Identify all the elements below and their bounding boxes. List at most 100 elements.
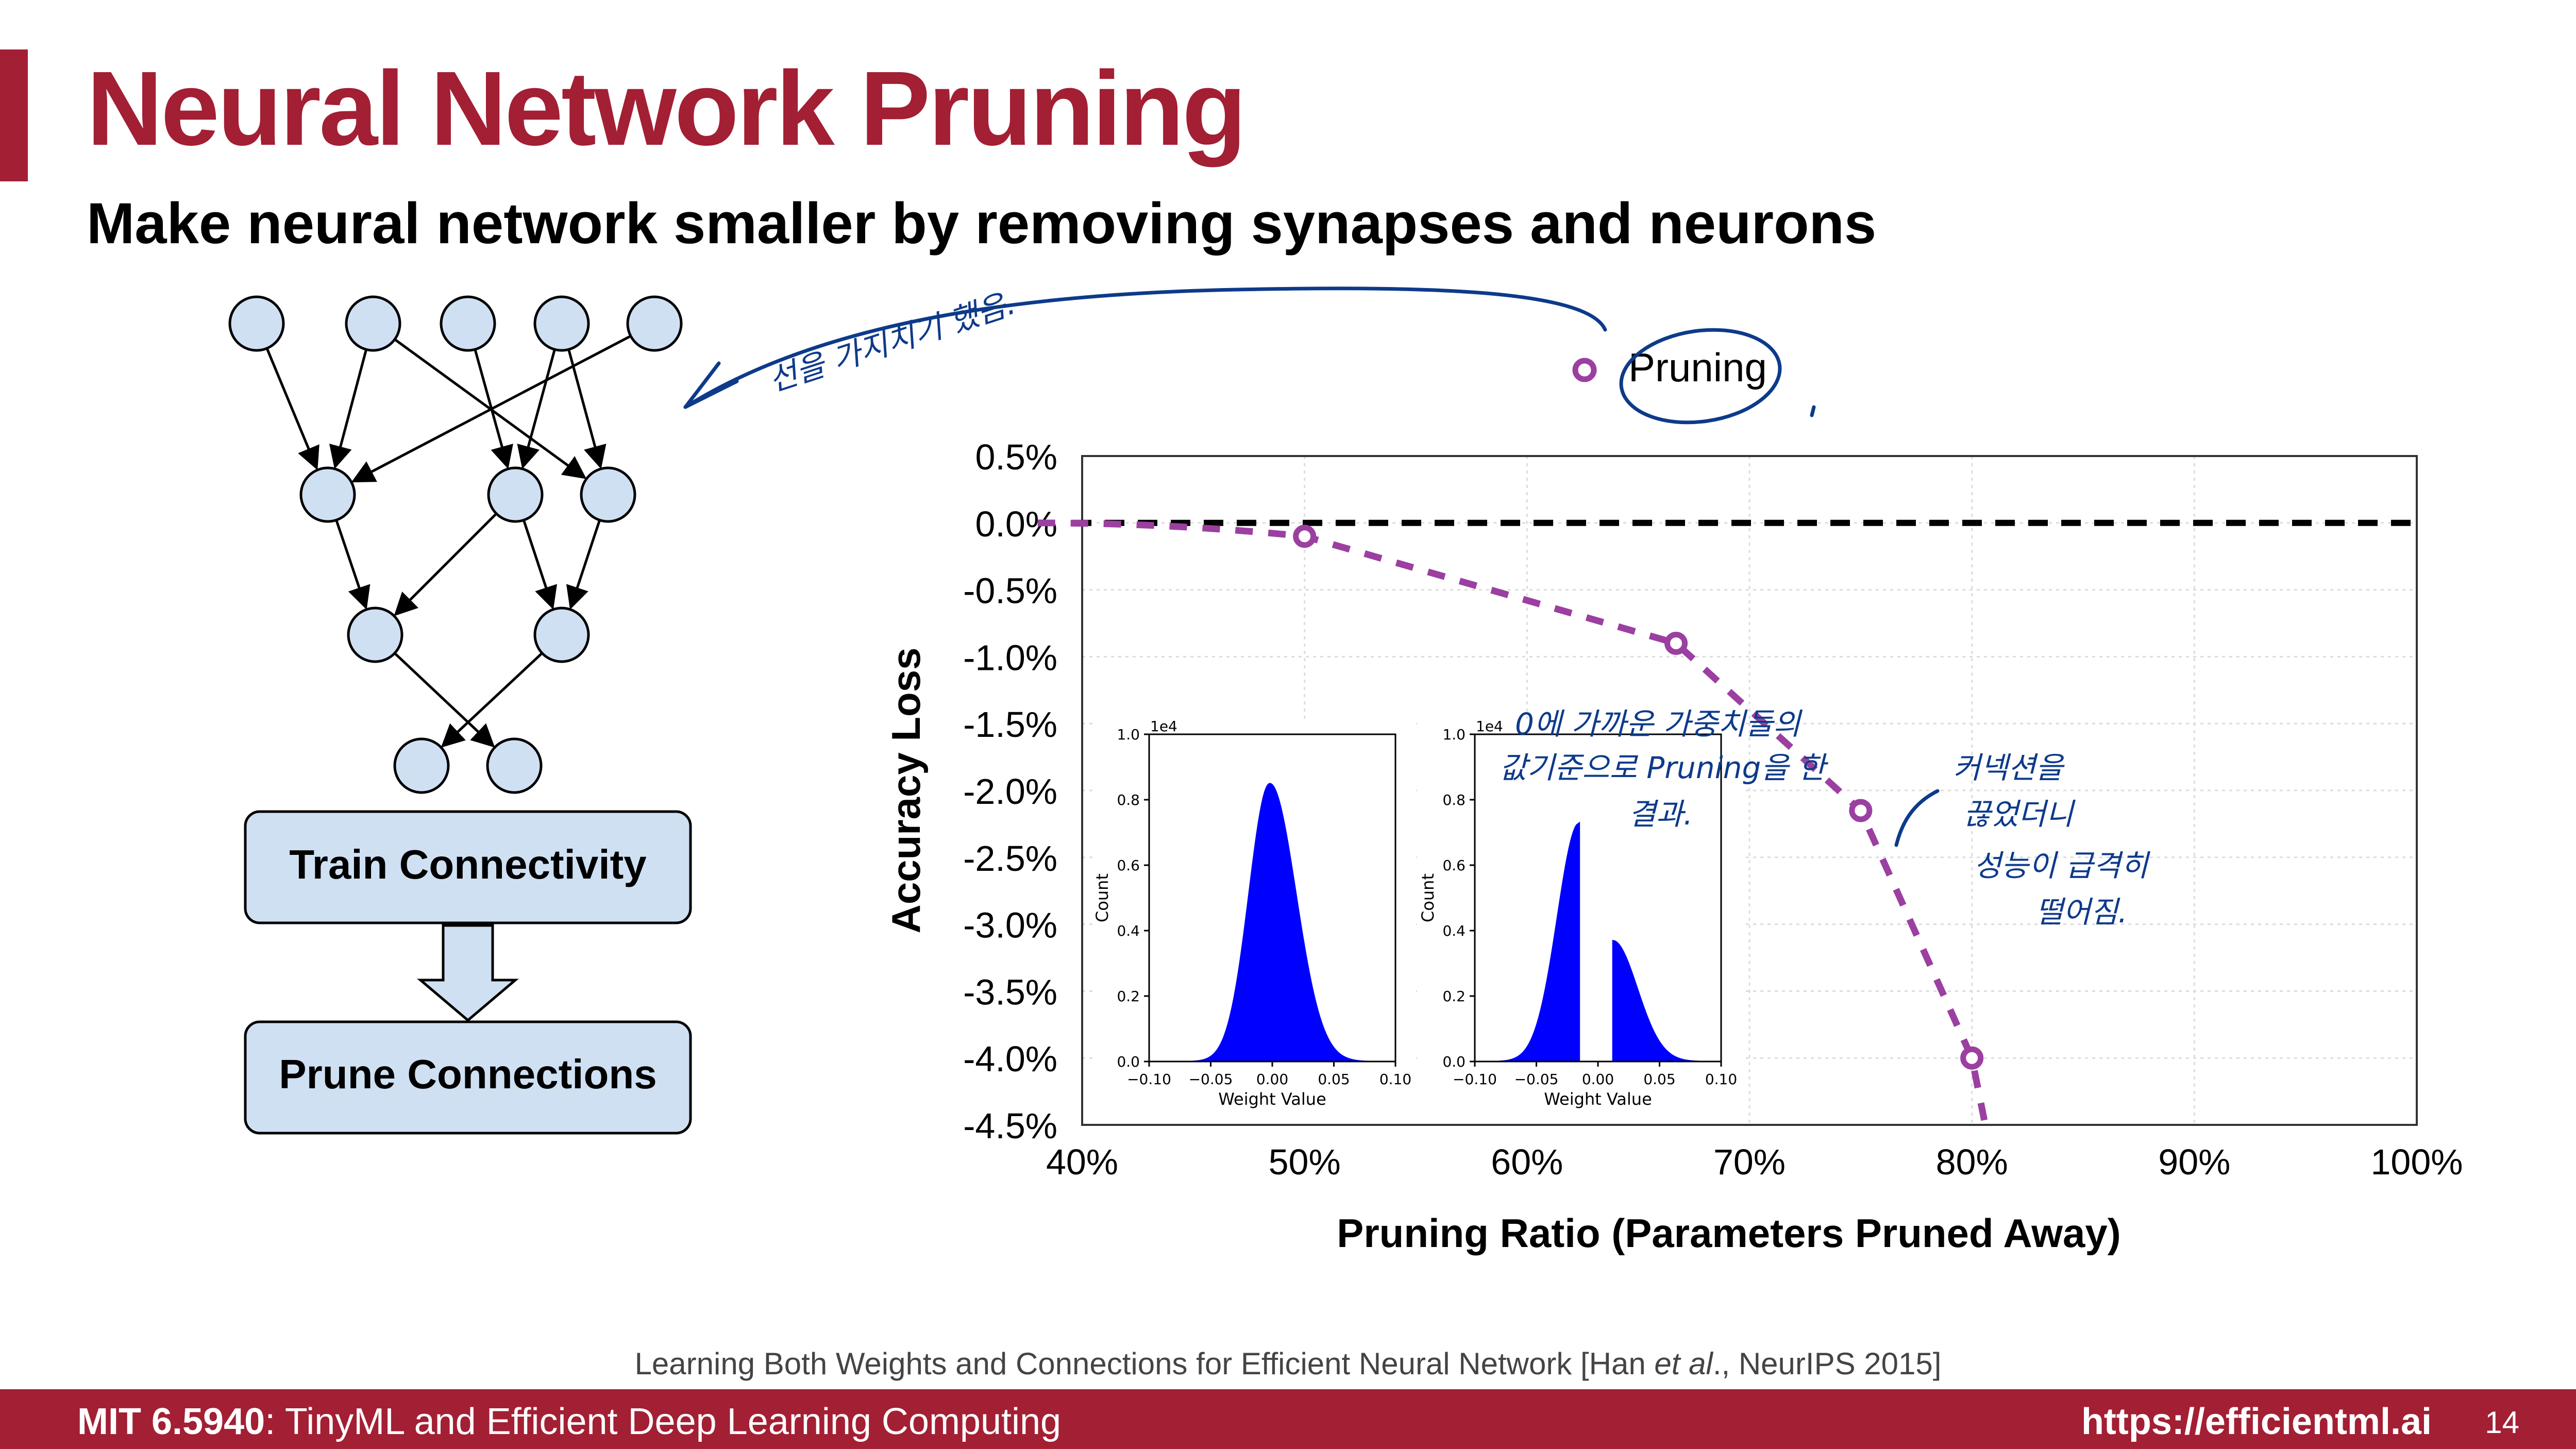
lines-pruned-note: 선을 가지치기 했음. bbox=[764, 285, 1020, 399]
x-tick-label: 60% bbox=[1491, 1142, 1563, 1182]
citation-text: Learning Both Weights and Connections fo… bbox=[634, 1346, 1655, 1381]
drop-note-line-1: 커넥션을 bbox=[1953, 750, 2065, 785]
hist-x-axis-label: Weight Value bbox=[1544, 1089, 1652, 1109]
hist-x-tick-label: 0.05 bbox=[1318, 1071, 1350, 1088]
neuron bbox=[440, 295, 496, 352]
hist-y-tick-label: 0.6 bbox=[1442, 857, 1466, 874]
hist-x-axis-label: Weight Value bbox=[1218, 1089, 1326, 1109]
hist-x-tick-label: −0.05 bbox=[1189, 1071, 1233, 1088]
connection bbox=[567, 349, 607, 469]
hist-y-tick-label: 1.0 bbox=[1117, 726, 1140, 743]
legend-label: Pruning bbox=[1628, 345, 1767, 390]
y-axis-label: Accuracy Loss bbox=[883, 648, 929, 934]
network-connections bbox=[265, 334, 632, 748]
hist-x-tick-label: 0.00 bbox=[1582, 1071, 1614, 1088]
accuracy-loss-chart: 0.5%0.0%-0.5%-1.0%-1.5%-2.0%-2.5%-3.0%-3… bbox=[883, 437, 2463, 1256]
network-neurons bbox=[228, 295, 683, 794]
drop-note-line-2: 끊었더니 bbox=[1963, 797, 2076, 832]
title-accent-bar bbox=[0, 49, 28, 181]
histogram-note-line-1: 0에 가까운 가중치들의 bbox=[1515, 706, 1803, 742]
citation-suffix: ., NeurIPS 2015] bbox=[1712, 1346, 1942, 1381]
train-connectivity-label: Train Connectivity bbox=[289, 841, 647, 887]
hist-y-tick-label: 0.4 bbox=[1117, 922, 1140, 939]
y-tick-label: -0.5% bbox=[963, 571, 1057, 611]
x-tick-label: 100% bbox=[2370, 1142, 2463, 1182]
connection bbox=[517, 349, 556, 469]
hist-y-axis-label: Count bbox=[1418, 873, 1438, 922]
hist-x-tick-label: 0.05 bbox=[1643, 1071, 1675, 1088]
hist-y-tick-label: 1.0 bbox=[1442, 726, 1466, 743]
y-tick-label: -3.5% bbox=[963, 972, 1057, 1012]
page-number: 14 bbox=[2485, 1405, 2519, 1440]
connection bbox=[335, 519, 371, 610]
citation-italic: et al bbox=[1654, 1346, 1713, 1381]
pruning-points bbox=[1293, 525, 1984, 1070]
hist-y-tick-label: 0.8 bbox=[1442, 791, 1466, 808]
neuron bbox=[533, 606, 590, 663]
hist-scale-label: 1e4 bbox=[1150, 718, 1177, 735]
hist-y-tick-label: 0.6 bbox=[1117, 857, 1140, 874]
y-tick-label: 0.5% bbox=[975, 437, 1057, 477]
x-tick-label: 70% bbox=[1713, 1142, 1786, 1182]
neuron bbox=[487, 466, 544, 523]
neuron bbox=[486, 737, 543, 794]
train-connectivity-box: Train Connectivity bbox=[244, 810, 692, 924]
hist-y-tick-label: 0.8 bbox=[1117, 791, 1140, 808]
x-tick-labels: 40%50%60%70%80%90%100% bbox=[1046, 1142, 2463, 1182]
down-arrow bbox=[417, 924, 519, 1022]
connection bbox=[441, 652, 543, 748]
citation: Learning Both Weights and Connections fo… bbox=[0, 1346, 2576, 1381]
hist-scale-label: 1e4 bbox=[1476, 718, 1503, 735]
hist-y-tick-label: 0.4 bbox=[1442, 922, 1466, 939]
neuron bbox=[228, 295, 285, 352]
drop-note-line-4: 떨어짐. bbox=[2035, 895, 2128, 930]
neuron bbox=[347, 606, 403, 663]
legend-marker bbox=[1572, 358, 1597, 382]
course-title: : TinyML and Efficient Deep Learning Com… bbox=[265, 1401, 1062, 1442]
y-tick-label: -2.5% bbox=[963, 838, 1057, 879]
chart-legend: Pruning bbox=[1572, 328, 1816, 425]
neuron bbox=[299, 466, 356, 523]
hist-y-tick-label: 0.2 bbox=[1442, 988, 1466, 1005]
x-tick-label: 50% bbox=[1269, 1142, 1341, 1182]
hist-y-tick-label: 0.0 bbox=[1442, 1053, 1466, 1070]
drop-note-tick bbox=[1894, 789, 1940, 847]
hist-x-tick-label: −0.05 bbox=[1514, 1071, 1559, 1088]
pruning-point bbox=[1960, 1046, 1984, 1070]
connection bbox=[522, 519, 558, 610]
y-tick-label: -2.0% bbox=[963, 771, 1057, 812]
connection bbox=[566, 519, 601, 610]
connection bbox=[394, 513, 497, 616]
pruning-point bbox=[1293, 525, 1317, 548]
footer-url[interactable]: https://efficientml.ai bbox=[2081, 1401, 2432, 1442]
histogram-note: 0에 가까운 가중치들의 값기준으로 Pruning을 한 결과. bbox=[1500, 706, 1828, 832]
y-tick-label: -1.5% bbox=[963, 704, 1057, 745]
hist-x-tick-label: 0.00 bbox=[1256, 1071, 1288, 1088]
hist-x-tick-label: −0.10 bbox=[1453, 1071, 1497, 1088]
neuron bbox=[580, 466, 636, 523]
pruning-point bbox=[1664, 631, 1688, 655]
slide-title: Neural Network Pruning bbox=[87, 49, 1247, 167]
connection bbox=[351, 334, 632, 483]
hist-x-tick-label: 0.10 bbox=[1379, 1071, 1411, 1088]
hist-y-axis-label: Count bbox=[1092, 873, 1112, 922]
prune-connections-label: Prune Connections bbox=[279, 1051, 656, 1097]
neuron bbox=[393, 737, 450, 794]
x-axis-label: Pruning Ratio (Parameters Pruned Away) bbox=[1337, 1210, 2120, 1256]
x-tick-label: 80% bbox=[1936, 1142, 2008, 1182]
y-tick-label: -3.0% bbox=[963, 905, 1057, 946]
pruning-point bbox=[1849, 799, 1873, 822]
histogram-note-line-3: 결과. bbox=[1628, 797, 1693, 832]
x-tick-label: 90% bbox=[2158, 1142, 2230, 1182]
hist-y-tick-label: 0.0 bbox=[1117, 1053, 1140, 1070]
neuron bbox=[345, 295, 401, 352]
y-tick-labels: 0.5%0.0%-0.5%-1.0%-1.5%-2.0%-2.5%-3.0%-3… bbox=[963, 437, 1057, 1146]
legend-circle-annotation bbox=[1619, 328, 1782, 425]
neuron bbox=[533, 295, 590, 352]
neuron bbox=[626, 295, 683, 352]
chart-frame bbox=[1081, 455, 2418, 1126]
hist-y-tick-label: 0.2 bbox=[1117, 988, 1140, 1005]
y-tick-label: -4.0% bbox=[963, 1039, 1057, 1079]
